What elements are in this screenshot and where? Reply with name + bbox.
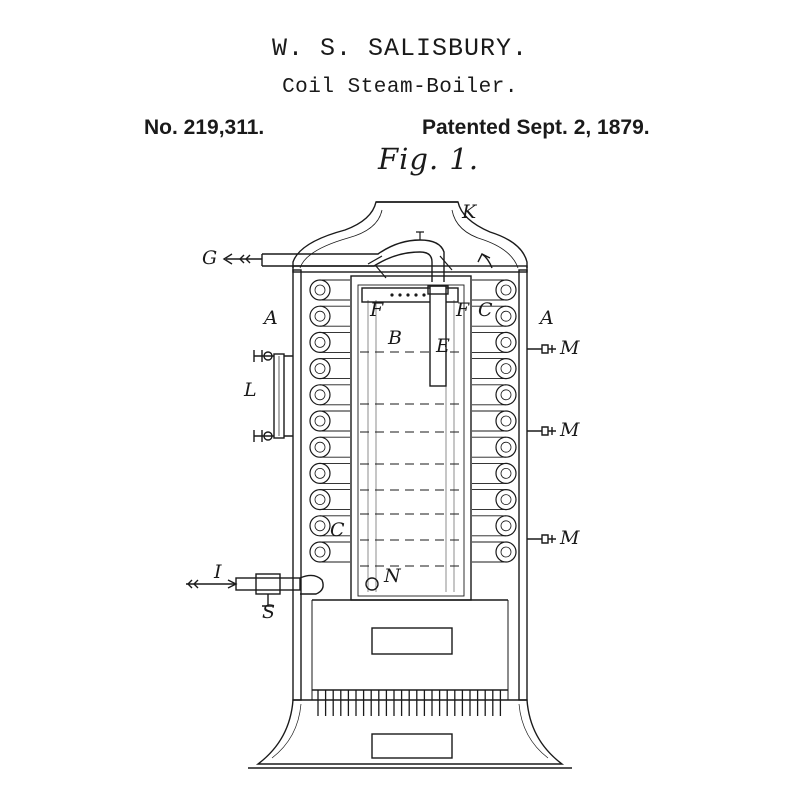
inventor-name: W. S. SALISBURY.: [271, 34, 529, 63]
label-I: I: [213, 561, 222, 583]
patent-date: Patented Sept. 2, 1879.: [422, 116, 650, 139]
coil-tube-left: [309, 384, 331, 406]
flow-arrow-K: [477, 253, 493, 269]
coil-tube-left: [309, 358, 331, 380]
label-S: S: [262, 601, 275, 623]
figure-caption: Fig. 1.: [378, 142, 480, 176]
coil-tube-right: [495, 410, 517, 432]
label-M-1: M: [559, 337, 580, 359]
label-C-top: C: [478, 299, 493, 321]
coil-tube-left: [309, 279, 331, 301]
label-C-bottom: C: [330, 519, 345, 541]
water-gauge-L: [253, 350, 293, 442]
coil-tube-right: [495, 515, 517, 537]
coil-tube-left: [309, 331, 331, 353]
label-E: E: [435, 335, 450, 357]
top-plate: [292, 265, 528, 273]
central-chamber-B: [350, 275, 472, 601]
ash-pit-door: [371, 733, 453, 759]
flow-arrow-G: [222, 253, 262, 265]
patent-subject: Coil Steam-Boiler.: [282, 76, 518, 99]
feed-inlet-I: [186, 573, 324, 607]
coil-tube-left: [309, 489, 331, 511]
coil-tube-left: [309, 462, 331, 484]
label-F-left: F: [369, 299, 384, 321]
coil-tube-right: [495, 436, 517, 458]
coil-tube-right: [495, 305, 517, 327]
coil-tube-right: [495, 462, 517, 484]
water-level-dashes: [360, 351, 462, 567]
shell-wall-left: [292, 269, 302, 701]
label-L: L: [243, 379, 257, 401]
blowoff-N: [365, 577, 379, 591]
coil-tube-right: [495, 358, 517, 380]
coil-tube-right: [495, 489, 517, 511]
label-G: G: [202, 247, 217, 269]
shell-wall-right: [518, 269, 528, 701]
coil-tube-left: [309, 305, 331, 327]
patent-number: No. 219,311.: [144, 116, 265, 139]
gauge-cocks-M: [527, 344, 556, 544]
label-N: N: [383, 565, 402, 587]
coil-tube-left: [309, 436, 331, 458]
coil-tube-left: [309, 410, 331, 432]
perforated-pipe-F: [361, 287, 459, 303]
label-B: B: [387, 327, 402, 349]
coil-tube-right: [495, 384, 517, 406]
coil-tube-right: [495, 279, 517, 301]
label-A-right: A: [538, 307, 554, 329]
coil-tube-left: [309, 515, 331, 537]
coil-tubes: [309, 279, 517, 563]
coil-tube-right: [495, 331, 517, 353]
label-F-right: F: [455, 299, 470, 321]
firebox-door: [371, 627, 453, 655]
ash-pit-base: [255, 699, 565, 765]
coil-tube-left: [309, 541, 331, 563]
label-M-2: M: [559, 419, 580, 441]
label-M-3: M: [559, 527, 580, 549]
label-A-left: A: [262, 307, 278, 329]
label-K: K: [461, 201, 478, 223]
grate-bars: [312, 689, 508, 716]
coil-tube-right: [495, 541, 517, 563]
boiler-dome: [292, 201, 528, 268]
